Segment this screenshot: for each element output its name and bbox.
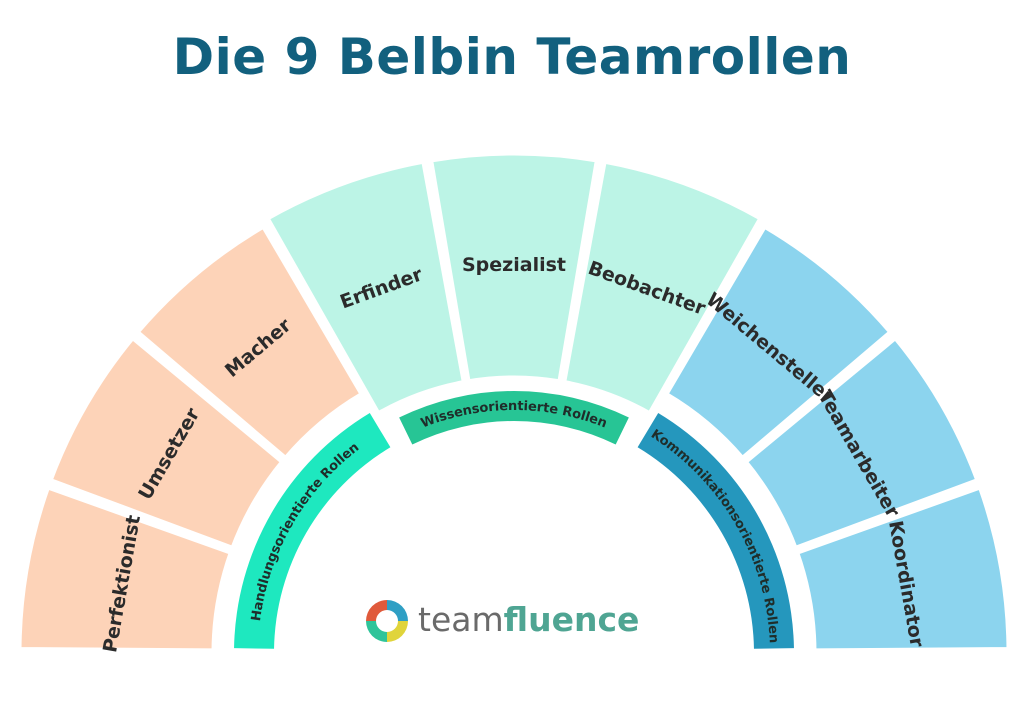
segment-koordinator <box>794 484 1012 654</box>
segment-weichensteller <box>663 223 894 462</box>
role-label-spezialist: Spezialist <box>462 254 566 276</box>
segment-macher <box>134 223 365 462</box>
segment-spezialist <box>428 150 600 385</box>
category-band-kommunikationsorientierte-rollen <box>637 412 794 649</box>
segment-teamarbeiter <box>742 334 981 551</box>
brand-name-part1: team <box>418 600 504 639</box>
segment-beobachter <box>561 158 764 417</box>
segment-umsetzer <box>47 334 286 551</box>
brand-wordmark: teamfluence <box>418 600 639 640</box>
teamfluence-ring-icon <box>366 600 408 642</box>
brand-name-part2: fluence <box>503 600 640 639</box>
category-band-handlungsorientierte-rollen <box>234 412 391 649</box>
segment-perfektionist <box>16 484 234 654</box>
segment-erfinder <box>264 158 467 417</box>
page-title: Die 9 Belbin Teamrollen <box>172 28 852 86</box>
category-band-wissensorientierte-rollen <box>399 391 629 445</box>
